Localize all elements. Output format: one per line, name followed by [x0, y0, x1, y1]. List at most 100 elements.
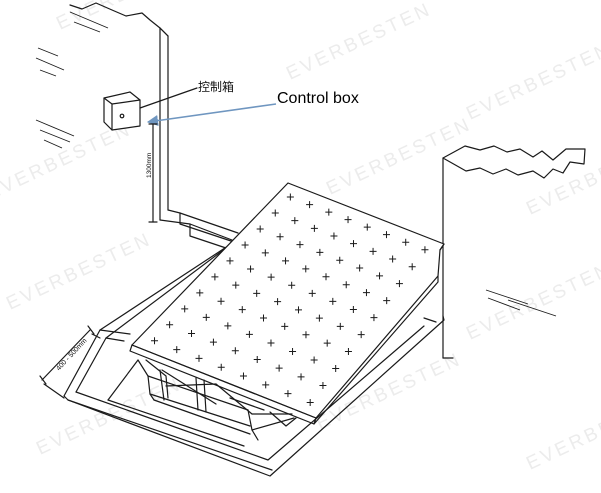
plus-mark-icon	[349, 306, 357, 314]
plus-mark-icon	[319, 382, 327, 390]
plus-mark-icon	[166, 321, 174, 329]
plus-mark-icon	[275, 364, 283, 372]
plus-mark-icon	[261, 249, 269, 257]
right-wall	[442, 145, 586, 359]
plus-mark-icon	[267, 339, 275, 347]
plus-mark-icon	[196, 289, 204, 297]
plus-mark-icon	[232, 281, 240, 289]
plus-mark-icon	[209, 338, 217, 346]
plus-mark-icon	[389, 255, 397, 263]
watermark: EVERBESTEN	[523, 389, 601, 475]
callout-arrow	[146, 103, 277, 127]
plus-mark-icon	[310, 224, 318, 232]
pit-depth-label: 400 - 500mm	[55, 337, 88, 372]
plus-mark-icon	[296, 241, 304, 249]
plus-mark-icon	[310, 356, 318, 364]
plus-mark-icon	[239, 372, 247, 380]
pit-depth-dimension: 400 - 500mm	[39, 325, 101, 399]
height-dimension: 1300mm	[146, 123, 158, 223]
plus-mark-icon	[289, 347, 297, 355]
plus-mark-icon	[323, 339, 331, 347]
plus-mark-icon	[344, 216, 352, 224]
plus-mark-icon	[238, 306, 246, 314]
plus-mark-icon	[245, 330, 253, 338]
plus-mark-icon	[332, 365, 340, 373]
plus-mark-icon	[202, 313, 210, 321]
scissor-mechanism	[137, 359, 297, 441]
watermark: EVERBESTEN	[323, 114, 475, 200]
watermark: EVERBESTEN	[3, 229, 155, 315]
plus-mark-icon	[262, 381, 270, 389]
watermark: EVERBESTEN	[523, 134, 601, 220]
watermark: EVERBESTEN	[463, 39, 601, 125]
plus-mark-icon	[344, 348, 352, 356]
plus-mark-icon	[329, 297, 337, 305]
plus-mark-icon	[267, 273, 275, 281]
plus-mark-icon	[282, 257, 290, 265]
plus-mark-icon	[151, 337, 159, 345]
plus-mark-icon	[382, 231, 390, 239]
plus-mark-icon	[195, 354, 203, 362]
plus-mark-icon	[294, 306, 302, 314]
plus-mark-icon	[211, 273, 219, 281]
plus-mark-icon	[241, 241, 249, 249]
plus-mark-icon	[342, 281, 350, 289]
plus-mark-icon	[316, 248, 324, 256]
plus-mark-icon	[356, 264, 364, 272]
plus-mark-icon	[308, 289, 316, 297]
plus-mark-icon	[224, 322, 232, 330]
plus-mark-icon	[253, 289, 261, 297]
plus-mark-icon	[330, 232, 338, 240]
plus-mark-icon	[284, 390, 292, 398]
plus-mark-icon	[188, 329, 196, 337]
watermark: EVERBESTEN	[463, 259, 601, 345]
plus-mark-icon	[383, 297, 391, 305]
plus-mark-icon	[274, 298, 282, 306]
plus-mark-icon	[421, 246, 429, 254]
plus-mark-icon	[231, 347, 239, 355]
watermark: EVERBESTEN	[283, 0, 435, 85]
plus-mark-icon	[217, 363, 225, 371]
plus-mark-icon	[315, 314, 323, 322]
plus-mark-icon	[302, 265, 310, 273]
plus-mark-icon	[256, 225, 264, 233]
plus-mark-icon	[226, 257, 234, 265]
watermark: EVERBESTEN	[53, 0, 205, 35]
plus-mark-icon	[402, 238, 410, 246]
plus-mark-icon	[322, 273, 330, 281]
plus-mark-icon	[363, 223, 371, 231]
plus-mark-icon	[325, 208, 333, 216]
plus-mark-icon	[181, 305, 189, 313]
plus-mark-icon	[357, 331, 365, 339]
plus-mark-icon	[395, 280, 403, 288]
plus-mark-icon	[306, 398, 314, 406]
plus-mark-icon	[302, 331, 310, 339]
plus-mark-icon	[281, 322, 289, 330]
plus-mark-icon	[297, 373, 305, 381]
keyhole-icon	[119, 113, 125, 119]
pit	[63, 212, 445, 477]
plus-mark-icon	[369, 247, 377, 255]
anti-slip-pattern	[151, 193, 429, 406]
control-box-label-cn: 控制箱	[198, 80, 235, 94]
plus-mark-icon	[253, 355, 261, 363]
plus-mark-icon	[306, 201, 314, 209]
plus-mark-icon	[376, 272, 384, 280]
plus-mark-icon	[260, 314, 268, 322]
watermark: EVERBESTEN	[0, 119, 135, 205]
plus-mark-icon	[350, 240, 358, 248]
plus-mark-icon	[286, 193, 294, 201]
plus-mark-icon	[173, 346, 181, 354]
plus-mark-icon	[276, 233, 284, 241]
control-box-label-en: Control box	[277, 90, 359, 107]
plus-mark-icon	[362, 289, 370, 297]
plus-mark-icon	[370, 314, 378, 322]
plus-mark-icon	[271, 209, 279, 217]
plus-mark-icon	[217, 297, 225, 305]
lift-platform	[129, 182, 445, 425]
plus-mark-icon	[291, 217, 299, 225]
plus-mark-icon	[247, 265, 255, 273]
plus-mark-icon	[408, 263, 416, 271]
